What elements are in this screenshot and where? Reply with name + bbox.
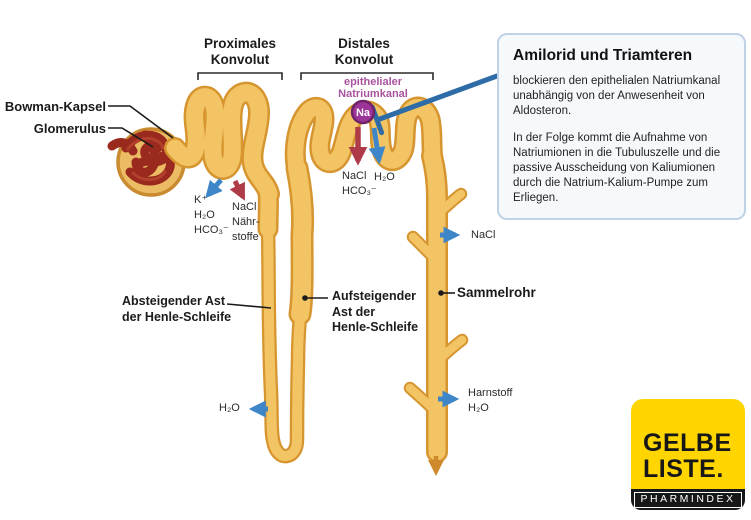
duct-harnstoff-label: Harnstoff H₂O [468, 387, 513, 414]
duct-nacl-label: NaCl [471, 229, 496, 241]
gelbe-liste-logo: GELBE LISTE. PHARMINDEX [631, 399, 745, 510]
epithelial-sodium-channel-label: epithelialer Natriumkanal [338, 76, 408, 100]
bowman-kapsel-label: Bowman-Kapsel [4, 99, 106, 114]
distal-bracket [300, 72, 434, 80]
distal-h2o-label: H₂O [374, 171, 395, 183]
inhibition-line [374, 73, 500, 123]
proximal-red-substances-label: NaCl Nähr- stoffe [232, 201, 260, 243]
glomerulus-pointer-line [108, 127, 154, 148]
bowman-pointer-line [108, 105, 174, 139]
proximal-red-arrow-icon [229, 179, 246, 201]
distal-convolut-title: Distales Konvolut [334, 36, 394, 67]
gelbe-liste-logo-black-bar: PHARMINDEX [631, 489, 745, 510]
drug-info-paragraph-2: In der Folge kommt die Aufnahme von Natr… [513, 131, 721, 205]
ascending-limb-label: Aufsteigender Ast der Henle-Schleife [332, 289, 419, 334]
proximal-blue-arrow-icon [205, 178, 223, 199]
proximal-bracket [197, 72, 283, 80]
distal-red-substances-label: NaCl HCO₃⁻ [342, 170, 377, 197]
drug-info-title: Amilorid und Triamteren [513, 47, 693, 64]
gelbe-liste-logo-yellow: GELBE LISTE. [631, 399, 745, 489]
sodium-channel-icon [350, 99, 376, 125]
loop-h2o-label: H₂O [219, 402, 240, 414]
logo-pharmindex-label: PHARMINDEX [634, 491, 742, 508]
glomerulus-label: Glomerulus [33, 121, 106, 136]
drug-info-box: Amilorid und Triamteren blockieren den e… [497, 33, 746, 221]
sodium-ion-label: Na [356, 107, 371, 119]
glomerulus-shape [107, 130, 175, 186]
proximal-convolut-title: Proximales Konvolut [203, 36, 277, 67]
sammelrohr-label: Sammelrohr [457, 285, 536, 300]
descending-pointer-line [226, 303, 272, 309]
distal-blue-arrow-icon [368, 127, 386, 165]
logo-word-liste: LISTE. [643, 455, 724, 483]
descending-limb-label: Absteigender Ast der Henle-Schleife [122, 294, 232, 324]
logo-word-gelbe: GELBE [643, 429, 732, 457]
proximal-blue-substances-label: K⁺ H₂O HCO₃⁻ [194, 194, 229, 236]
drug-info-paragraph-1: blockieren den epithelialen Natriumkanal… [513, 75, 721, 118]
